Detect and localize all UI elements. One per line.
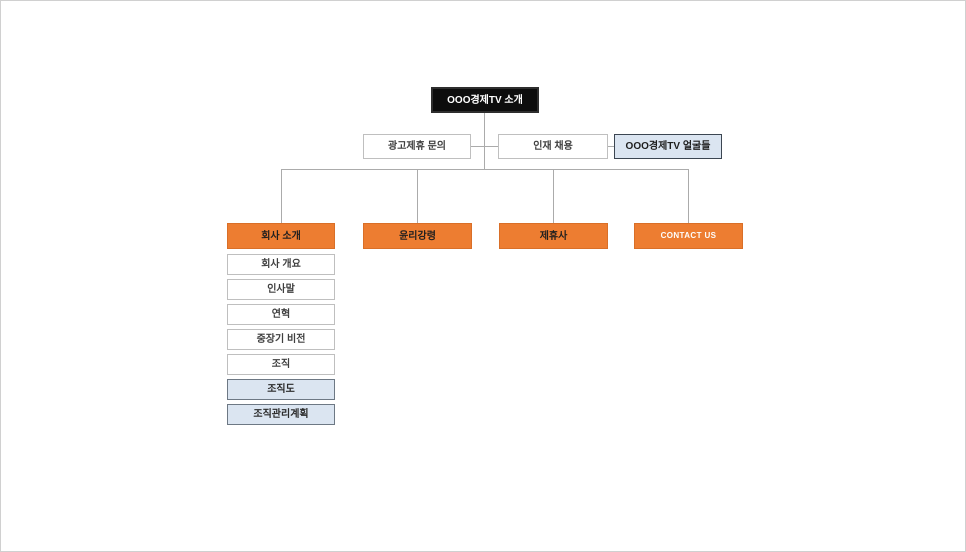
subnode-organization-management-plan: 조직관리계획 (227, 404, 335, 425)
connector-column-1 (281, 169, 282, 223)
section-company-intro: 회사 소개 (227, 223, 335, 249)
subnode-greeting: 인사말 (227, 279, 335, 300)
subnode-history: 연혁 (227, 304, 335, 325)
connector-secondary-branch (471, 146, 498, 147)
section-partners: 제휴사 (499, 223, 608, 249)
node-root-title: OOO경제TV 소개 (431, 87, 539, 113)
subnode-company-overview: 회사 개요 (227, 254, 335, 275)
subnode-midlong-term-vision: 중장기 비전 (227, 329, 335, 350)
connector-root-vertical (484, 113, 485, 169)
connector-column-2 (417, 169, 418, 223)
section-contact-us: CONTACT US (634, 223, 743, 249)
connector-faces-branch (608, 146, 614, 147)
subnode-organization-chart: 조직도 (227, 379, 335, 400)
connector-distribution-horizontal (281, 169, 689, 170)
node-recruitment: 인재 채용 (498, 134, 608, 159)
node-tv-faces: OOO경제TV 얼굴들 (614, 134, 722, 159)
connector-column-3 (553, 169, 554, 223)
node-ad-partnership-inquiry: 광고제휴 문의 (363, 134, 471, 159)
subnode-organization: 조직 (227, 354, 335, 375)
section-ethics-code: 윤리강령 (363, 223, 472, 249)
connector-column-4 (688, 169, 689, 223)
